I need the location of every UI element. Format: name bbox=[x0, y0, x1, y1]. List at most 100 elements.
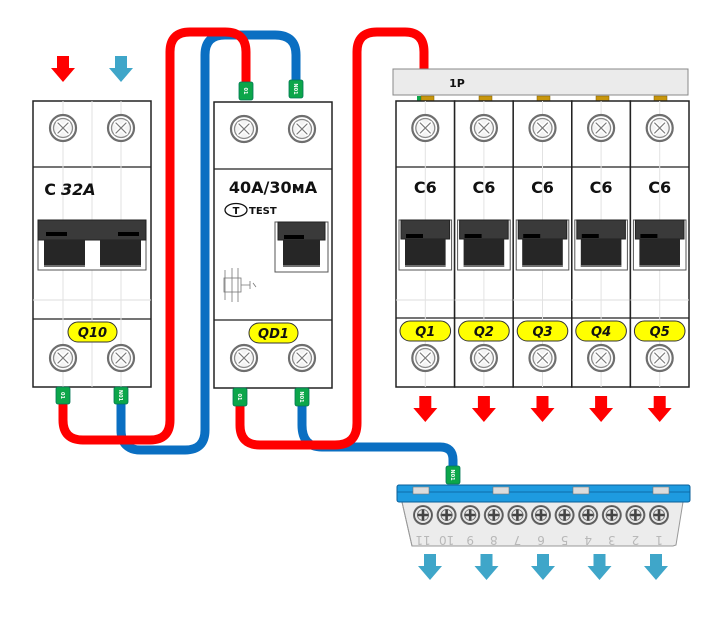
screw-icon bbox=[231, 116, 257, 142]
screw-icon bbox=[647, 115, 673, 141]
terminal-screw-icon bbox=[600, 503, 624, 527]
screw-icon bbox=[530, 345, 556, 371]
breaker-rating: C6 bbox=[414, 178, 437, 197]
breaker-label: Q2 bbox=[474, 325, 494, 340]
screw-icon bbox=[588, 115, 614, 141]
screw-icon bbox=[50, 345, 76, 371]
screw-icon bbox=[588, 345, 614, 371]
svg-text:01: 01 bbox=[236, 394, 242, 401]
svg-text:N01: N01 bbox=[298, 391, 304, 403]
terminal-screw-icon bbox=[529, 503, 553, 527]
rcd-ferrule-bottom-n: N01 bbox=[294, 387, 310, 407]
rcd-toggle-handle[interactable] bbox=[274, 221, 329, 273]
screw-icon bbox=[530, 115, 556, 141]
rcd-ferrule-bottom-l: 01 bbox=[232, 387, 248, 407]
screw-icon bbox=[50, 115, 76, 141]
rcd-schematic-icon bbox=[223, 268, 257, 302]
neutral-input-arrow-icon bbox=[109, 56, 133, 82]
breaker-rating: C6 bbox=[590, 178, 613, 197]
screw-icon bbox=[471, 345, 497, 371]
bus-terminal: 8 bbox=[482, 503, 506, 547]
terminal-number: 4 bbox=[584, 533, 592, 547]
svg-text:N01: N01 bbox=[117, 390, 123, 402]
neutral-output-arrow-icon bbox=[531, 554, 555, 580]
terminal-number: 7 bbox=[514, 533, 522, 547]
comb-busbar: 1P bbox=[392, 68, 689, 102]
terminal-number: 6 bbox=[537, 533, 545, 547]
q10-ferrule-l: 01 bbox=[55, 386, 71, 405]
screw-icon bbox=[412, 345, 438, 371]
terminal-screw-icon bbox=[506, 503, 529, 527]
terminal-screw-icon bbox=[435, 503, 458, 527]
terminal-number: 5 bbox=[561, 533, 569, 547]
main-breaker-q10[interactable]: C 32A Q10 bbox=[32, 100, 152, 388]
breaker-rating: C6 bbox=[648, 178, 671, 197]
terminal-screw-icon bbox=[647, 503, 671, 527]
neutral-output-arrow-icon bbox=[474, 554, 499, 580]
breaker-toggle-handle[interactable] bbox=[457, 219, 511, 271]
bus-terminal: 9 bbox=[458, 503, 482, 547]
terminal-number: 1 bbox=[655, 533, 663, 547]
screw-icon bbox=[647, 345, 673, 371]
rcd-qd1[interactable]: 40A/30мА T TEST QD1 bbox=[213, 101, 333, 389]
terminal-screw-icon bbox=[482, 503, 506, 527]
neutral-wire-q10-to-rcd bbox=[116, 30, 301, 455]
terminal-screw-icon bbox=[553, 503, 576, 527]
phase-output-arrow-icon bbox=[647, 396, 672, 422]
svg-text:T: T bbox=[233, 206, 240, 217]
screw-icon bbox=[108, 115, 134, 141]
breaker-toggle-handle[interactable] bbox=[574, 219, 628, 271]
breaker-toggle-handle[interactable] bbox=[632, 219, 687, 271]
bus-terminal: 1 bbox=[647, 503, 671, 547]
rcd-test-button[interactable]: T bbox=[224, 202, 248, 218]
breaker-rating: C6 bbox=[472, 178, 495, 197]
terminal-screw-icon bbox=[576, 503, 600, 527]
terminal-screw-icon bbox=[411, 503, 435, 527]
bus-terminal: 10 bbox=[435, 503, 458, 547]
terminal-number: 8 bbox=[490, 533, 498, 547]
q10-ferrule-n: N01 bbox=[113, 386, 129, 405]
bus-terminal: 7 bbox=[506, 503, 529, 547]
terminal-number: 9 bbox=[466, 533, 474, 547]
breaker-label: Q3 bbox=[532, 325, 552, 340]
svg-text:N01: N01 bbox=[449, 469, 455, 481]
neutral-bus-ferrule: N01 bbox=[445, 465, 461, 485]
terminal-number: 11 bbox=[415, 533, 430, 547]
terminal-number: 10 bbox=[439, 533, 454, 547]
q10-rating-value: 32A bbox=[61, 180, 96, 199]
breaker-label: Q4 bbox=[591, 325, 611, 340]
bus-terminal: 5 bbox=[553, 503, 576, 547]
busbar-label: 1P bbox=[449, 77, 465, 90]
bus-terminal: 3 bbox=[600, 503, 624, 547]
neutral-wire-rcd-to-bus bbox=[297, 398, 458, 470]
q10-label: Q10 bbox=[78, 326, 107, 341]
terminal-screw-icon bbox=[624, 503, 647, 527]
terminal-screw-icon bbox=[458, 503, 482, 527]
screw-icon bbox=[231, 345, 257, 371]
screw-icon bbox=[471, 115, 497, 141]
bus-terminal: 11 bbox=[411, 503, 435, 547]
svg-text:N01: N01 bbox=[292, 83, 298, 95]
bus-terminal: 2 bbox=[624, 503, 647, 547]
rcd-ferrule-top-n: N01 bbox=[288, 79, 304, 99]
breaker-toggle-handle[interactable] bbox=[398, 219, 453, 271]
neutral-output-arrow-icon bbox=[644, 554, 668, 580]
terminal-number: 3 bbox=[608, 533, 616, 547]
phase-wire-q10-to-rcd bbox=[58, 27, 251, 445]
breaker-toggle-handle[interactable] bbox=[515, 219, 570, 271]
rcd-rating: 40A/30мА bbox=[229, 178, 318, 197]
rcd-test-label: TEST bbox=[249, 206, 277, 217]
q10-toggle-handle[interactable] bbox=[37, 219, 147, 271]
phase-input-arrow-icon bbox=[51, 56, 75, 82]
neutral-output-arrow-icon bbox=[418, 554, 442, 580]
q10-rating-prefix: C bbox=[44, 180, 56, 199]
screw-icon bbox=[289, 345, 315, 371]
breaker-rating: C6 bbox=[531, 178, 554, 197]
